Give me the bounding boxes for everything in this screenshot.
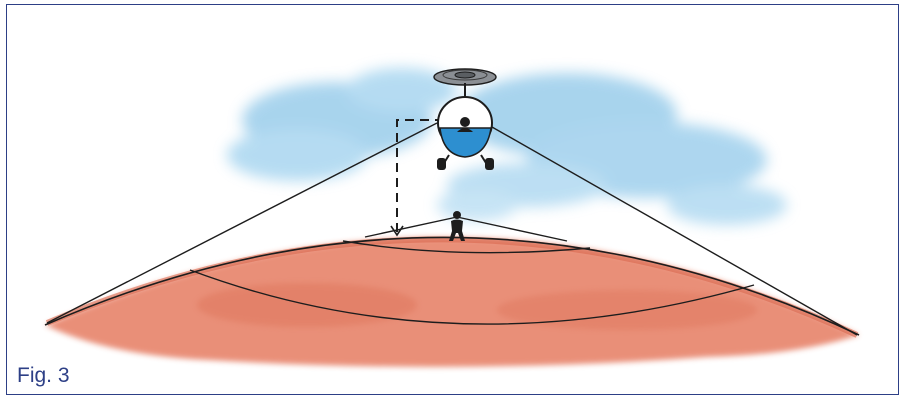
figure-caption: Fig. 3 [17, 364, 70, 388]
figure-frame: Fig. 3 [6, 4, 899, 395]
illustration [7, 5, 899, 395]
caption-tab: Fig. 3 [7, 354, 93, 394]
sky-clouds [227, 68, 787, 225]
ground [45, 237, 859, 366]
